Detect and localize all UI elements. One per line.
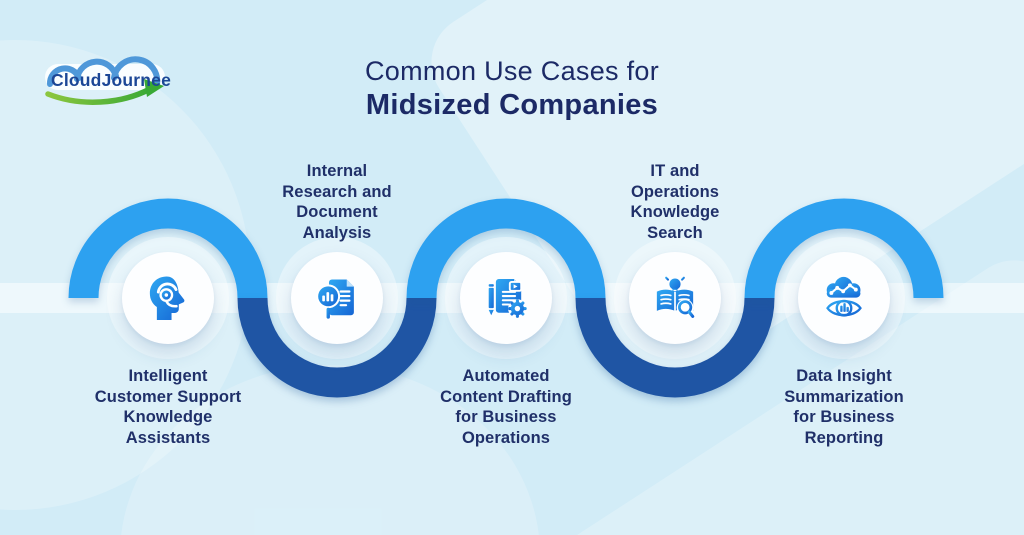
usecase-node-5: [783, 237, 905, 359]
wave-arc-dark-1: [237, 297, 437, 398]
wave-arc-light-1: [68, 198, 268, 299]
title-line-1: Common Use Cases for: [364, 56, 660, 86]
wave-arc-light-2: [406, 198, 606, 299]
data-insight-eye-icon: [825, 276, 863, 317]
usecase-label-2: Internal Research and Document Analysis: [282, 162, 392, 242]
cloudjournee-logo-graphic: [45, 56, 165, 105]
usecase-label-4: IT and Operations Knowledge Search: [630, 162, 720, 242]
usecase-node-1: [107, 237, 229, 359]
node-circle: [460, 252, 552, 344]
customer-support-headset-icon: [149, 276, 185, 320]
title-line-2: Midsized Companies: [365, 89, 659, 121]
knowledge-search-book-icon: [656, 273, 695, 318]
logo-brand-name: CloudJournee: [51, 70, 172, 90]
node-circle: [291, 252, 383, 344]
page-title: Common Use Cases for Midsized Companies: [0, 55, 1024, 122]
usecase-label-1: Intelligent Customer Support Knowledge A…: [94, 367, 242, 447]
content-drafting-gear-icon: [488, 279, 527, 318]
node-circle: [122, 252, 214, 344]
usecase-node-2: [276, 237, 398, 359]
usecase-node-4: [614, 237, 736, 359]
cloudjournee-logo: CloudJournee: [36, 34, 186, 106]
usecase-label-3: Automated Content Drafting for Business …: [440, 367, 572, 447]
logo-cloud-arcs: [47, 56, 161, 87]
document-analysis-magnifier-icon: [316, 279, 354, 319]
logo-arrow-swoosh: [45, 86, 153, 105]
usecase-node-3: [445, 237, 567, 359]
usecase-label-5: Data Insight Summarization for Business …: [784, 367, 904, 447]
wave-arc-dark-2: [575, 297, 775, 398]
node-circle: [798, 252, 890, 344]
logo-arrow-head: [144, 79, 164, 97]
node-circle: [629, 252, 721, 344]
wave-arc-light-3: [744, 198, 944, 299]
